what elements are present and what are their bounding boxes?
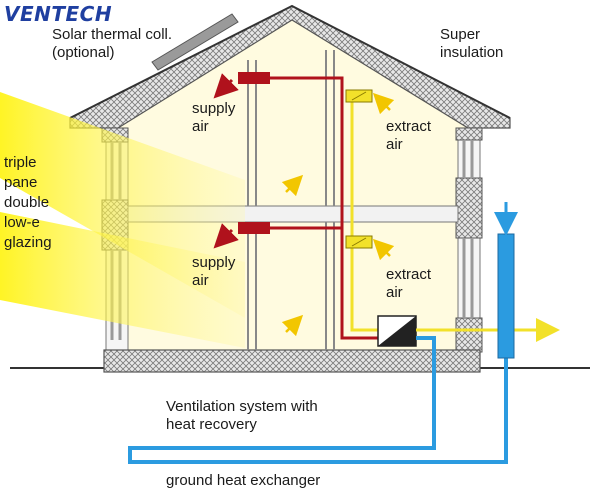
- brand-logo: VENTECH: [4, 2, 113, 26]
- supply-arrow-upper: [213, 73, 239, 99]
- solar-optional-label: (optional): [52, 44, 115, 61]
- flow-arrow-lower: [281, 314, 304, 337]
- supply-air-label-upper-2: air: [192, 118, 209, 135]
- roof-line: [69, 4, 511, 119]
- supply-air-label-lower-2: air: [192, 272, 209, 289]
- glazing-label-4: low-e: [4, 214, 40, 231]
- flow-arrow-upper: [281, 174, 304, 197]
- sunlight-beam-lower: [0, 212, 245, 348]
- insulation-label: insulation: [440, 44, 504, 61]
- ventilation-label-1: Ventilation system with: [166, 398, 318, 415]
- ventilation-label-2: heat recovery: [166, 416, 257, 433]
- outdoor-air-intake: [497, 233, 515, 359]
- glazing-label-2: pane: [4, 174, 38, 191]
- glazing-label-1: triple: [4, 154, 37, 171]
- solar-collector: [151, 13, 239, 71]
- supply-diffuser-lower: [238, 222, 270, 234]
- supply-arrow-lower: [213, 223, 239, 249]
- glazing-label-3: double: [4, 194, 50, 211]
- extract-arrow-lower: [372, 238, 395, 261]
- right-wall-insulation-top: [455, 127, 483, 141]
- supply-diffuser-upper: [238, 72, 270, 84]
- extract-air-label-upper: extract: [386, 118, 432, 135]
- base-slab-insulation: [103, 349, 481, 373]
- ground-hx-label: ground heat exchanger: [166, 472, 321, 489]
- ground-heat-exchanger-pipe: [128, 336, 508, 464]
- super-label: Super: [440, 26, 481, 43]
- extract-air-label-lower-2: air: [386, 284, 403, 301]
- extract-air-label-upper-2: air: [386, 136, 403, 153]
- supply-duct: [270, 76, 384, 340]
- extract-air-label-lower: extract: [386, 266, 432, 283]
- supply-air-label-lower: supply: [192, 254, 236, 271]
- solar-collector-label: Solar thermal coll.: [52, 26, 173, 43]
- supply-air-label-upper: supply: [192, 100, 236, 117]
- right-wall-insulation-mid: [455, 177, 483, 239]
- extract-arrow-upper: [372, 92, 395, 115]
- glazing-label-5: glazing: [4, 234, 52, 251]
- right-wall-insulation-bottom: [455, 317, 483, 353]
- right-wall: [457, 127, 481, 351]
